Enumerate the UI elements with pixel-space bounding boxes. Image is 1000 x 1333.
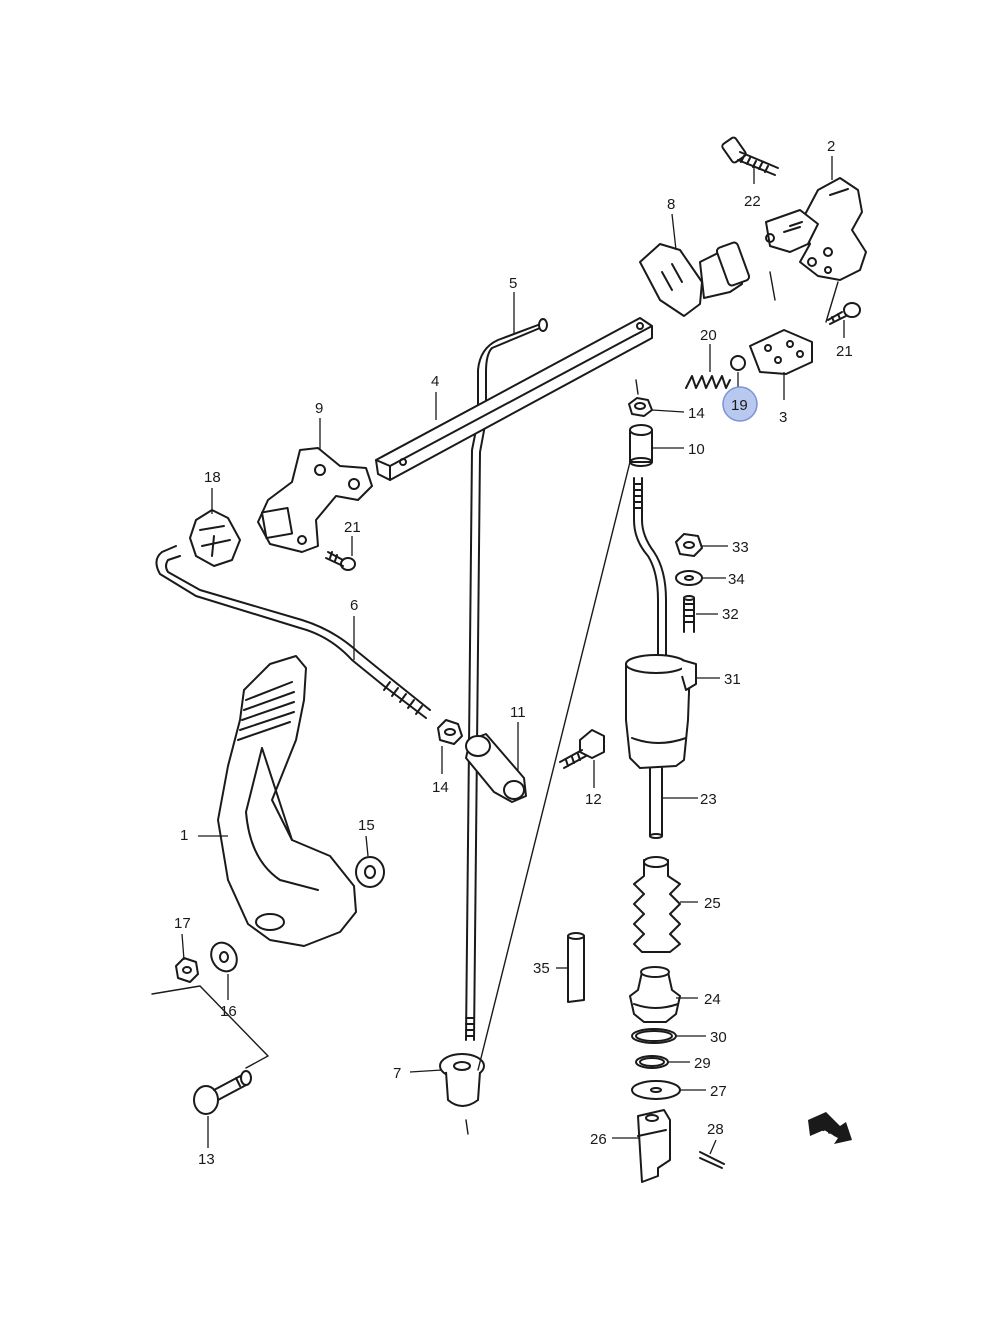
callout-12[interactable]: 12 [585, 791, 602, 808]
ball-19 [730, 355, 746, 371]
shaft-23 [649, 767, 663, 839]
callout-17[interactable]: 17 [174, 915, 191, 932]
lever-bracket-9 [257, 447, 373, 553]
callout-35[interactable]: 35 [533, 960, 550, 977]
pin-top [635, 379, 639, 395]
pivot-bolt-13 [193, 1070, 252, 1115]
leader-lines [181, 156, 845, 1155]
nut-14-top [628, 397, 653, 417]
callout-7[interactable]: 7 [393, 1065, 401, 1082]
nut-33 [675, 533, 703, 557]
callout-19-highlight[interactable] [722, 386, 758, 422]
spring-20 [685, 375, 731, 389]
nut-14-mid [437, 719, 463, 745]
callout-16[interactable]: 16 [220, 1003, 237, 1020]
shaft-4 [375, 317, 653, 481]
washer-34 [675, 570, 703, 586]
boot-25 [633, 856, 681, 953]
callout-21-right[interactable]: 21 [836, 343, 853, 360]
callout-4[interactable]: 4 [431, 373, 439, 390]
callout-1[interactable]: 1 [180, 827, 188, 844]
callout-3[interactable]: 3 [779, 409, 787, 426]
grommet-7 [439, 1053, 485, 1135]
housing-31 [625, 654, 697, 769]
callout-labels: 2 22 8 5 20 21 4 19 14 3 9 10 18 21 33 3… [174, 138, 853, 1168]
rod-6 [155, 545, 431, 719]
callout-24[interactable]: 24 [704, 991, 721, 1008]
callout-14-mid[interactable]: 14 [432, 779, 449, 796]
stud-32 [683, 595, 695, 633]
callout-13[interactable]: 13 [198, 1151, 215, 1168]
sleeve-10 [629, 424, 653, 467]
washer-27 [631, 1080, 681, 1100]
callout-11[interactable]: 11 [510, 704, 526, 721]
fwd-arrow-icon: FWD [808, 1112, 852, 1144]
o-ring-29 [635, 1055, 669, 1069]
screw-21-left [325, 551, 356, 571]
nut-17 [175, 957, 199, 983]
shift-rod-bent [633, 477, 667, 681]
callout-22[interactable]: 22 [744, 193, 761, 210]
pin-28 [699, 1151, 725, 1169]
washer-16 [210, 941, 238, 973]
callout-30[interactable]: 30 [710, 1029, 727, 1046]
plate-3 [749, 329, 813, 375]
callout-23[interactable]: 23 [700, 791, 717, 808]
callout-25[interactable]: 25 [704, 895, 721, 912]
assembly-line-center [477, 461, 631, 1071]
callout-33[interactable]: 33 [732, 539, 749, 556]
bracket-26 [637, 1109, 671, 1183]
callout-27[interactable]: 27 [710, 1083, 727, 1100]
callout-9[interactable]: 9 [315, 400, 323, 417]
callout-19[interactable]: 19 [731, 397, 748, 414]
callout-15[interactable]: 15 [358, 817, 375, 834]
callout-32[interactable]: 32 [722, 606, 739, 623]
callout-18[interactable]: 18 [204, 469, 221, 486]
callout-8[interactable]: 8 [667, 196, 675, 213]
bolt-12 [559, 729, 605, 769]
callout-2[interactable]: 2 [827, 138, 835, 155]
bolt-22 [721, 136, 779, 176]
callout-29[interactable]: 29 [694, 1055, 711, 1072]
callout-26[interactable]: 26 [590, 1131, 607, 1148]
callout-5[interactable]: 5 [509, 275, 517, 292]
tiller-handle-1 [217, 655, 357, 947]
callout-6[interactable]: 6 [350, 597, 358, 614]
callout-14-top[interactable]: 14 [688, 405, 705, 422]
callout-20[interactable]: 20 [700, 327, 717, 344]
callout-10[interactable]: 10 [688, 441, 705, 458]
bushing-24 [629, 966, 681, 1023]
washer-15 [355, 856, 385, 888]
shift-lever-8 [639, 241, 751, 317]
callout-34[interactable]: 34 [728, 571, 745, 588]
clamp-bracket-2 [765, 177, 867, 323]
callout-28[interactable]: 28 [707, 1121, 724, 1138]
clip-18 [189, 509, 241, 567]
callout-31[interactable]: 31 [724, 671, 741, 688]
o-ring-30 [631, 1028, 677, 1044]
pin-35 [567, 932, 585, 1003]
assembly-line-left [151, 985, 270, 1069]
screw-21-right [827, 302, 861, 325]
callout-21-left[interactable]: 21 [344, 519, 361, 536]
lever-11 [465, 733, 527, 803]
